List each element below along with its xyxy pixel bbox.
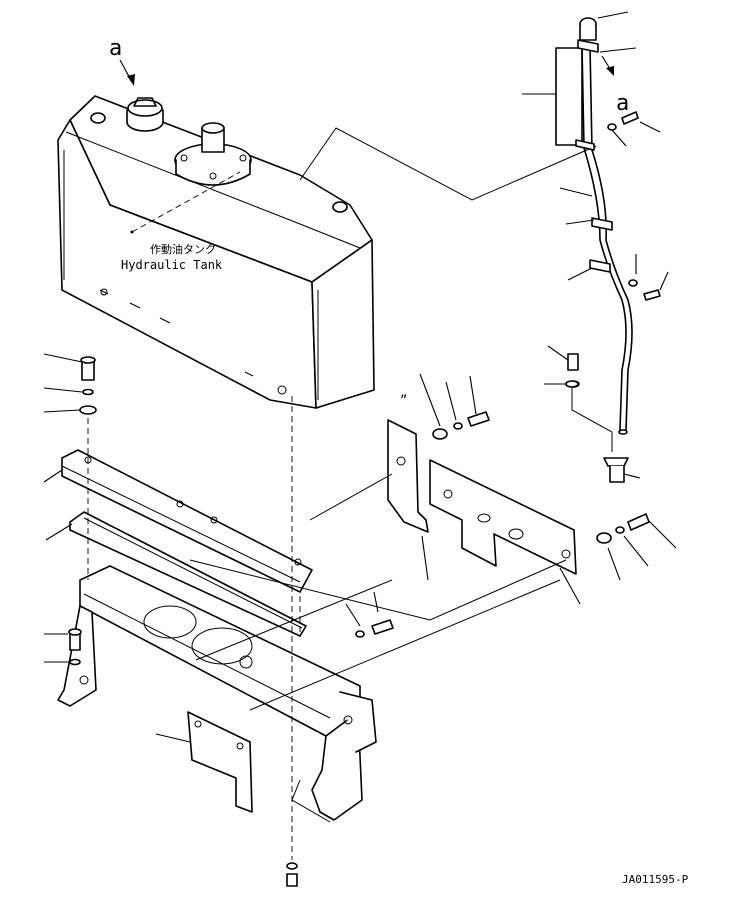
callout-a-left-text: a [109, 36, 122, 61]
cover-plate-right [429, 459, 577, 575]
callout-a-right: a [601, 55, 629, 116]
support-rail [61, 449, 313, 593]
callout-a-right-text: a [616, 91, 629, 116]
tank-label-en: Hydraulic Tank [121, 258, 223, 272]
hydraulic-tank [57, 95, 375, 409]
breather [174, 122, 252, 186]
tank-label-jp: 作動油タンク [150, 242, 216, 256]
mounting-bracket [566, 353, 629, 483]
level-gauge-tube [555, 17, 661, 435]
gasket-strip [69, 511, 307, 637]
frame [57, 565, 377, 823]
callout-a-left: a [109, 36, 135, 86]
drawing-number: JA011595-P [622, 873, 689, 886]
projection-lines [87, 396, 567, 860]
side-cover [187, 711, 253, 813]
cover-plate-left [387, 419, 429, 533]
tank-cap [126, 97, 164, 132]
tank-label: 作動油タンク Hydraulic Tank [121, 171, 241, 272]
fasteners [68, 356, 650, 887]
leader-lines [43, 11, 677, 743]
connection-line [299, 127, 597, 201]
tick-mark: ” [400, 393, 407, 407]
